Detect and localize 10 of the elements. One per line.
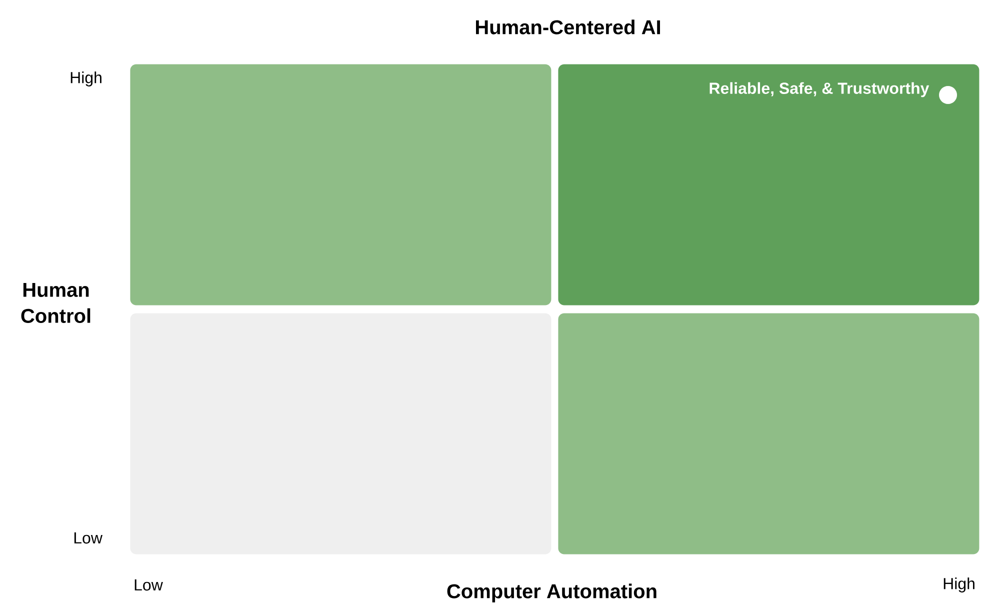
chart-title: Human-Centered AI [476,20,660,34]
axis-label: Low [74,532,102,544]
axis-title: Human Control [21,283,90,323]
axis-label: High [944,578,974,592]
axis-label: Low [134,579,163,591]
quadrant-box [558,313,980,554]
quadrant-box [130,64,552,306]
axis-label: High [70,72,102,86]
quadrant-box: Reliable, Safe, & Trustworthy [558,64,980,306]
axis-title: Computer Automation [447,584,656,602]
